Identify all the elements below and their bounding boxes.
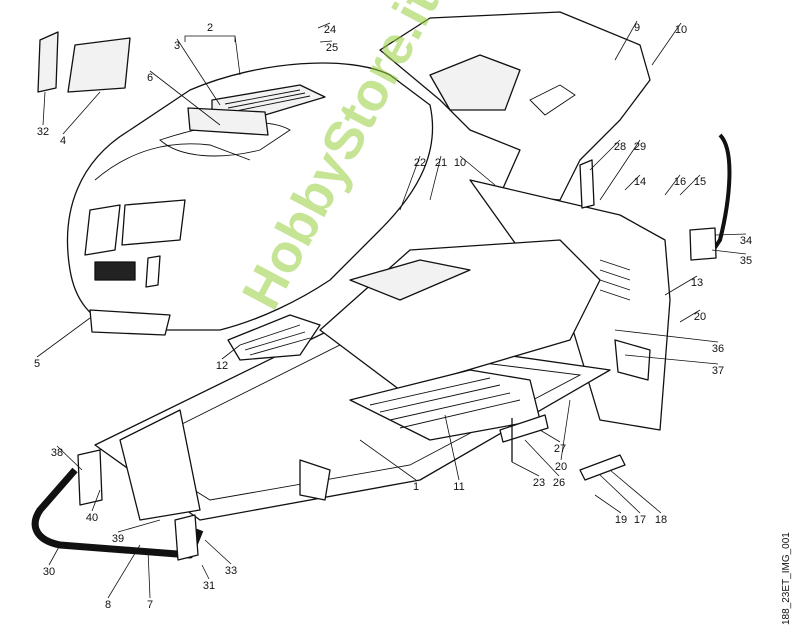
callout-14: 14	[634, 176, 646, 188]
leader-line	[429, 155, 442, 201]
leader-line	[589, 139, 621, 171]
leader-line	[711, 249, 747, 255]
leader-line	[524, 439, 560, 477]
leader-line	[107, 544, 141, 599]
callout-12: 12	[216, 360, 228, 372]
callout-3: 3	[174, 40, 180, 52]
callout-7: 7	[147, 599, 153, 611]
leader-line	[651, 22, 682, 66]
leader-line	[599, 139, 641, 201]
leader-line	[48, 544, 61, 566]
callout-23: 23	[533, 477, 545, 489]
leader-lines	[36, 20, 747, 599]
decal-4	[67, 37, 131, 93]
leader-line	[176, 38, 221, 106]
callout-28: 28	[614, 141, 626, 153]
leader-line	[204, 539, 232, 565]
rear-fender	[379, 11, 651, 201]
leader-line	[36, 317, 91, 358]
decal-32	[37, 31, 59, 93]
callout-22: 22	[414, 157, 426, 169]
callout-39: 39	[112, 533, 124, 545]
footrest-bracket	[579, 454, 626, 481]
callout-8: 8	[105, 599, 111, 611]
callout-38: 38	[51, 447, 63, 459]
leader-line	[624, 174, 641, 191]
callout-20: 20	[694, 311, 706, 323]
image-code: 188_23ET_IMG_001	[781, 532, 792, 625]
leader-line	[221, 344, 241, 360]
leader-line	[147, 549, 151, 599]
leader-line	[679, 174, 701, 196]
leader-line	[319, 40, 333, 43]
callout-32: 32	[37, 126, 49, 138]
leader-line	[679, 309, 701, 323]
callout-24: 24	[324, 24, 336, 36]
group-bracket	[184, 35, 241, 76]
callout-18: 18	[655, 514, 667, 526]
footrest-right	[349, 369, 541, 441]
leader-line	[664, 275, 698, 296]
pedal-rod	[708, 133, 732, 257]
leader-line	[444, 414, 460, 481]
callout-26: 26	[553, 477, 565, 489]
leader-line	[317, 22, 331, 29]
callout-6: 6	[147, 72, 153, 84]
callout-5: 5	[34, 358, 40, 370]
leader-line	[459, 155, 496, 186]
callout-33: 33	[225, 565, 237, 577]
callout-15: 15	[694, 176, 706, 188]
leader-line	[594, 494, 622, 514]
callout-2: 2	[207, 22, 213, 34]
callout-20: 20	[555, 461, 567, 473]
callout-10: 10	[675, 24, 687, 36]
callout-30: 30	[43, 566, 55, 578]
callout-27: 27	[554, 443, 566, 455]
callout-37: 37	[712, 365, 724, 377]
leader-line	[624, 354, 719, 365]
callout-16: 16	[674, 176, 686, 188]
callout-40: 40	[86, 512, 98, 524]
pedal-bracket	[689, 227, 717, 261]
leader-line	[201, 564, 210, 580]
leader-line	[614, 20, 638, 61]
leader-line	[399, 155, 421, 211]
leader-line	[511, 461, 540, 477]
callout-17: 17	[634, 514, 646, 526]
leader-line	[359, 439, 417, 481]
leader-line	[614, 329, 719, 343]
leader-line	[117, 519, 161, 533]
callout-36: 36	[712, 343, 724, 355]
callout-13: 13	[691, 277, 703, 289]
callout-11: 11	[453, 481, 464, 493]
callout-4: 4	[60, 135, 66, 147]
callout-21: 21	[435, 157, 447, 169]
leader-line	[609, 469, 662, 514]
leader-line	[539, 429, 561, 443]
callout-19: 19	[615, 514, 627, 526]
leader-line	[42, 91, 46, 126]
callout-10: 10	[454, 157, 466, 169]
leader-line	[62, 91, 101, 135]
leader-line	[599, 474, 641, 514]
callout-1: 1	[413, 481, 419, 493]
leader-line	[91, 489, 101, 512]
leader-line	[664, 174, 681, 196]
hood	[66, 62, 434, 336]
leader-line	[149, 70, 221, 126]
callout-29: 29	[634, 141, 646, 153]
leader-line	[714, 233, 747, 236]
bracket-28	[579, 159, 595, 209]
leader-line	[560, 399, 571, 461]
callout-35: 35	[740, 255, 752, 267]
footrest-left	[227, 314, 321, 361]
callout-34: 34	[740, 235, 752, 247]
leader-line	[56, 445, 83, 471]
callout-9: 9	[634, 22, 640, 34]
callout-25: 25	[326, 42, 338, 54]
callout-31: 31	[203, 580, 215, 592]
